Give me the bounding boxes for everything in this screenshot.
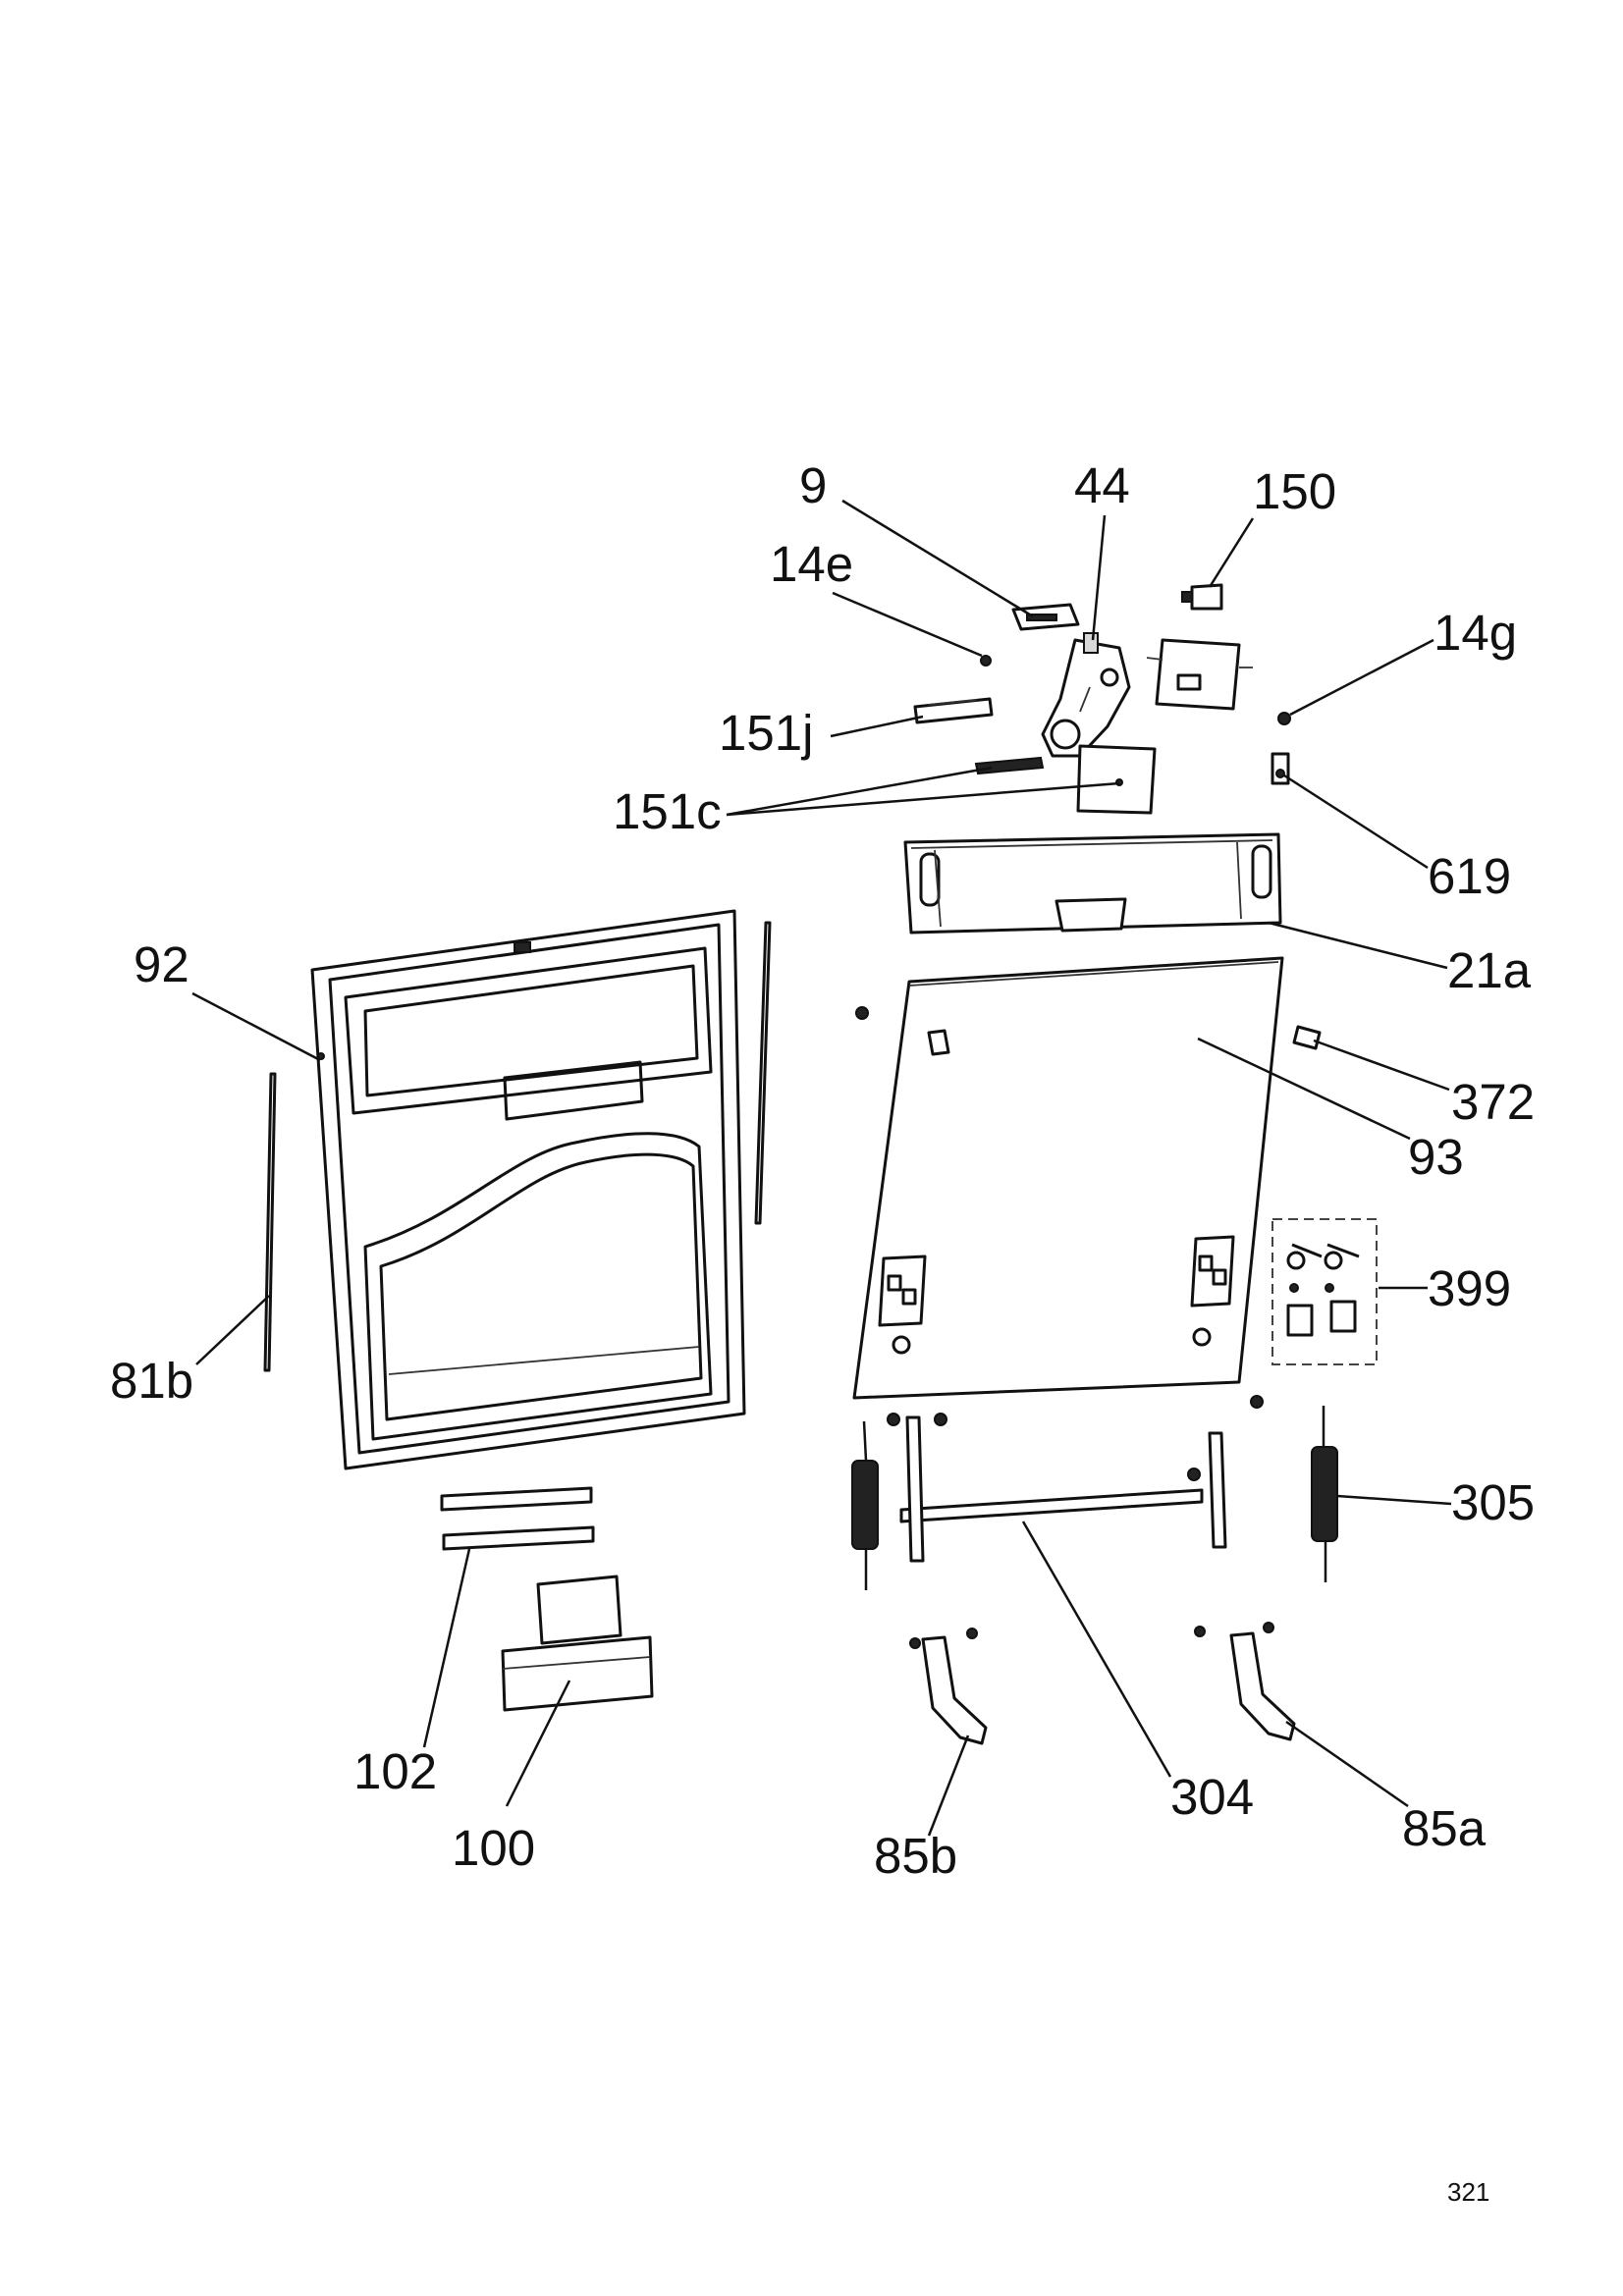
callout-label-100: 100 <box>452 1820 535 1876</box>
callout-label-150: 150 <box>1253 463 1336 519</box>
part-100-handle <box>501 1575 654 1712</box>
part-85b-hinge <box>909 1628 988 1745</box>
part-92-inner-door <box>310 909 746 1470</box>
callout-label-92: 92 <box>134 936 189 992</box>
callout-label-14e: 14e <box>770 536 853 592</box>
part-21a-control-panel <box>903 832 1282 934</box>
callout-label-81b: 81b <box>110 1353 193 1409</box>
callout-label-304: 304 <box>1170 1769 1254 1825</box>
callout-label-9: 9 <box>799 457 827 513</box>
part-93-outer-door-panel <box>852 956 1284 1400</box>
page-number: 321 <box>1447 2177 1489 2207</box>
callout-label-151j: 151j <box>719 705 813 761</box>
part-399-screw-kit <box>1271 1218 1378 1365</box>
part-81b-side-seal <box>263 1072 277 1372</box>
callout-label-151c: 151c <box>613 783 722 839</box>
part-304-cross-bar <box>887 1395 1264 1563</box>
part-619-connector <box>1271 752 1290 785</box>
part-150-switch <box>1181 583 1223 611</box>
part-305-springs <box>851 1406 1338 1590</box>
callout-label-44: 44 <box>1074 457 1130 513</box>
part-side-strip-right <box>754 921 772 1225</box>
callout-label-85a: 85a <box>1402 1800 1487 1856</box>
part-85a-hinge <box>1194 1622 1296 1741</box>
part-14g-screw <box>1277 712 1291 725</box>
callout-label-372: 372 <box>1451 1074 1535 1130</box>
part-control-module <box>1146 638 1253 711</box>
callout-label-85b: 85b <box>874 1828 957 1884</box>
leader-lines <box>191 499 1452 1837</box>
part-9-bracket <box>1011 603 1080 631</box>
callout-label-93: 93 <box>1408 1129 1464 1185</box>
callout-label-14g: 14g <box>1434 605 1517 661</box>
part-372-bushing <box>1292 1025 1322 1050</box>
part-151c-assembly <box>974 744 1157 815</box>
part-screw-left <box>855 1006 869 1020</box>
part-151j-strip <box>913 697 994 724</box>
part-44-hinge-arm <box>1041 632 1131 758</box>
callout-labels: 9 44 150 14e 14g 151j 151c 619 21a 92 37… <box>110 457 1535 1884</box>
callout-label-21a: 21a <box>1447 942 1532 998</box>
part-102-rails <box>440 1486 595 1551</box>
callout-label-399: 399 <box>1428 1260 1511 1316</box>
callout-label-619: 619 <box>1428 848 1511 904</box>
callout-label-305: 305 <box>1451 1474 1535 1530</box>
part-14e-screw <box>980 655 992 667</box>
callout-label-102: 102 <box>353 1743 437 1799</box>
